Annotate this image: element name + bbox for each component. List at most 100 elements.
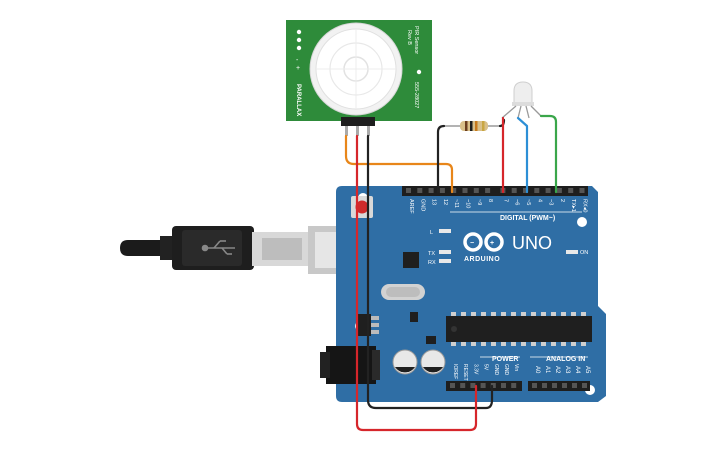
wire-black-pir-gnd-to-gnd bbox=[366, 134, 494, 410]
atmega-chip bbox=[446, 312, 592, 346]
analog-pin-label: A4 bbox=[574, 366, 580, 374]
digital-pin-socket[interactable] bbox=[556, 188, 562, 193]
board-name: UNO bbox=[512, 233, 552, 253]
pir-title: PIR Sensor bbox=[413, 26, 419, 54]
digital-pin-label: ~3 bbox=[548, 199, 554, 205]
digital-pin-label: AREF bbox=[408, 199, 414, 214]
digital-label: DIGITAL (PWM~) bbox=[500, 215, 555, 222]
pir-pin-label-plus: + bbox=[296, 65, 300, 72]
digital-pin-socket[interactable] bbox=[545, 188, 551, 193]
power-label: POWER bbox=[492, 356, 518, 363]
usb-icon bbox=[201, 240, 235, 255]
wire-red-pir-vcc-to-5v bbox=[355, 134, 478, 432]
digital-pin-socket[interactable] bbox=[473, 188, 479, 193]
power-pin-label: GND bbox=[493, 364, 499, 376]
on-label: ON bbox=[580, 250, 588, 256]
power-pin-socket[interactable] bbox=[501, 383, 506, 388]
digital-pin-socket[interactable] bbox=[579, 188, 585, 193]
digital-pin-label: RX◂0 bbox=[582, 199, 588, 212]
power-pin-label: 5V bbox=[483, 364, 489, 371]
pir-jumper bbox=[296, 29, 422, 75]
power-pin-socket[interactable] bbox=[460, 383, 466, 388]
digital-pin-socket[interactable] bbox=[534, 188, 540, 193]
power-pin-label: IOREF bbox=[452, 364, 458, 379]
pir-sensor: - + PARALLAX PIR Sensor Rev B 555-28027 bbox=[286, 20, 432, 136]
logo-text: ARDUINO bbox=[464, 256, 500, 263]
analog-pin-label: A0 bbox=[534, 366, 540, 374]
power-pin-socket[interactable] bbox=[490, 383, 496, 388]
analog-header-pins bbox=[532, 383, 587, 388]
status-leds: L TX RX bbox=[428, 229, 451, 266]
digital-pin-label: ~10 bbox=[465, 199, 471, 208]
reset-button[interactable] bbox=[351, 196, 373, 218]
rgb-led bbox=[501, 81, 542, 119]
digital-pin-socket[interactable] bbox=[428, 188, 434, 193]
analog-pin-label: A1 bbox=[544, 366, 550, 374]
analog-pin-label: A3 bbox=[564, 366, 570, 374]
digital-pin-label: GND bbox=[419, 199, 425, 211]
digital-pin-socket[interactable] bbox=[406, 188, 411, 193]
power-pin-socket[interactable] bbox=[511, 383, 517, 388]
digital-pin-socket[interactable] bbox=[417, 188, 423, 193]
pir-pin-label-minus: - bbox=[296, 57, 299, 64]
digital-pin-socket[interactable] bbox=[485, 188, 491, 193]
led-label-l: L bbox=[430, 230, 433, 236]
analog-header bbox=[528, 381, 590, 391]
capacitors bbox=[392, 349, 446, 375]
digital-pin-label: ~11 bbox=[453, 199, 459, 208]
pir-brand: PARALLAX bbox=[295, 84, 301, 116]
digital-pin-label: 8 bbox=[487, 199, 493, 202]
digital-pin-label: 13 bbox=[431, 199, 437, 205]
digital-pin-socket[interactable] bbox=[511, 188, 517, 193]
pir-dome bbox=[309, 22, 403, 116]
power-pin-socket[interactable] bbox=[450, 383, 455, 388]
digital-pin-label: 2 bbox=[559, 199, 565, 202]
digital-pin-socket[interactable] bbox=[462, 188, 468, 193]
led-label-rx: RX bbox=[428, 260, 436, 266]
crystal-oscillator bbox=[381, 284, 425, 300]
pir-rev: Rev B bbox=[406, 30, 412, 45]
digital-pin-label: ~9 bbox=[476, 199, 482, 205]
usb-chip bbox=[403, 252, 419, 268]
infinity-icon bbox=[463, 232, 504, 252]
analog-pin-socket[interactable] bbox=[582, 383, 587, 388]
digital-pin-label: 4 bbox=[536, 199, 542, 202]
power-pin-labels: IOREF RESET 3.3V 5V GND GND Vin bbox=[452, 364, 519, 381]
led-label-tx: TX bbox=[428, 251, 435, 257]
wire-blue-led-to-d6 bbox=[516, 116, 529, 194]
analog-label: ANALOG IN bbox=[546, 356, 585, 363]
resistor bbox=[444, 121, 500, 131]
analog-pin-socket[interactable] bbox=[562, 383, 567, 388]
digital-pin-socket[interactable] bbox=[568, 188, 574, 193]
analog-pin-socket[interactable] bbox=[532, 383, 537, 388]
analog-pin-socket[interactable] bbox=[542, 383, 547, 388]
svg-text:−: − bbox=[470, 240, 474, 247]
digital-pin-label: ~5 bbox=[525, 199, 531, 205]
digital-pin-label: TX▸1 bbox=[570, 199, 576, 212]
usb-cable bbox=[120, 226, 348, 274]
power-pin-label: GND bbox=[503, 364, 509, 376]
digital-pin-socket[interactable] bbox=[439, 188, 445, 193]
power-pin-socket[interactable] bbox=[470, 383, 476, 388]
digital-pin-socket[interactable] bbox=[451, 188, 457, 193]
digital-header bbox=[402, 186, 588, 196]
arduino-logo: − + UNO ARDUINO bbox=[463, 232, 552, 263]
power-pin-label: RESET bbox=[462, 364, 468, 381]
digital-pin-socket[interactable] bbox=[523, 188, 528, 193]
power-pin-socket[interactable] bbox=[480, 383, 486, 388]
power-pin-label: Vin bbox=[513, 364, 519, 371]
analog-pin-label: A5 bbox=[584, 366, 590, 374]
wire-green-led-to-d3 bbox=[539, 114, 558, 194]
digital-pin-label: ~6 bbox=[514, 199, 520, 205]
svg-text:+: + bbox=[490, 240, 494, 247]
pir-part: 555-28027 bbox=[413, 82, 419, 108]
analog-pin-socket[interactable] bbox=[572, 383, 577, 388]
power-header-pins bbox=[450, 383, 517, 388]
analog-pin-socket[interactable] bbox=[552, 383, 557, 388]
power-led: ON bbox=[566, 250, 588, 256]
power-pin-label: 3.3V bbox=[472, 364, 478, 375]
digital-pin-label: 7 bbox=[502, 199, 508, 202]
